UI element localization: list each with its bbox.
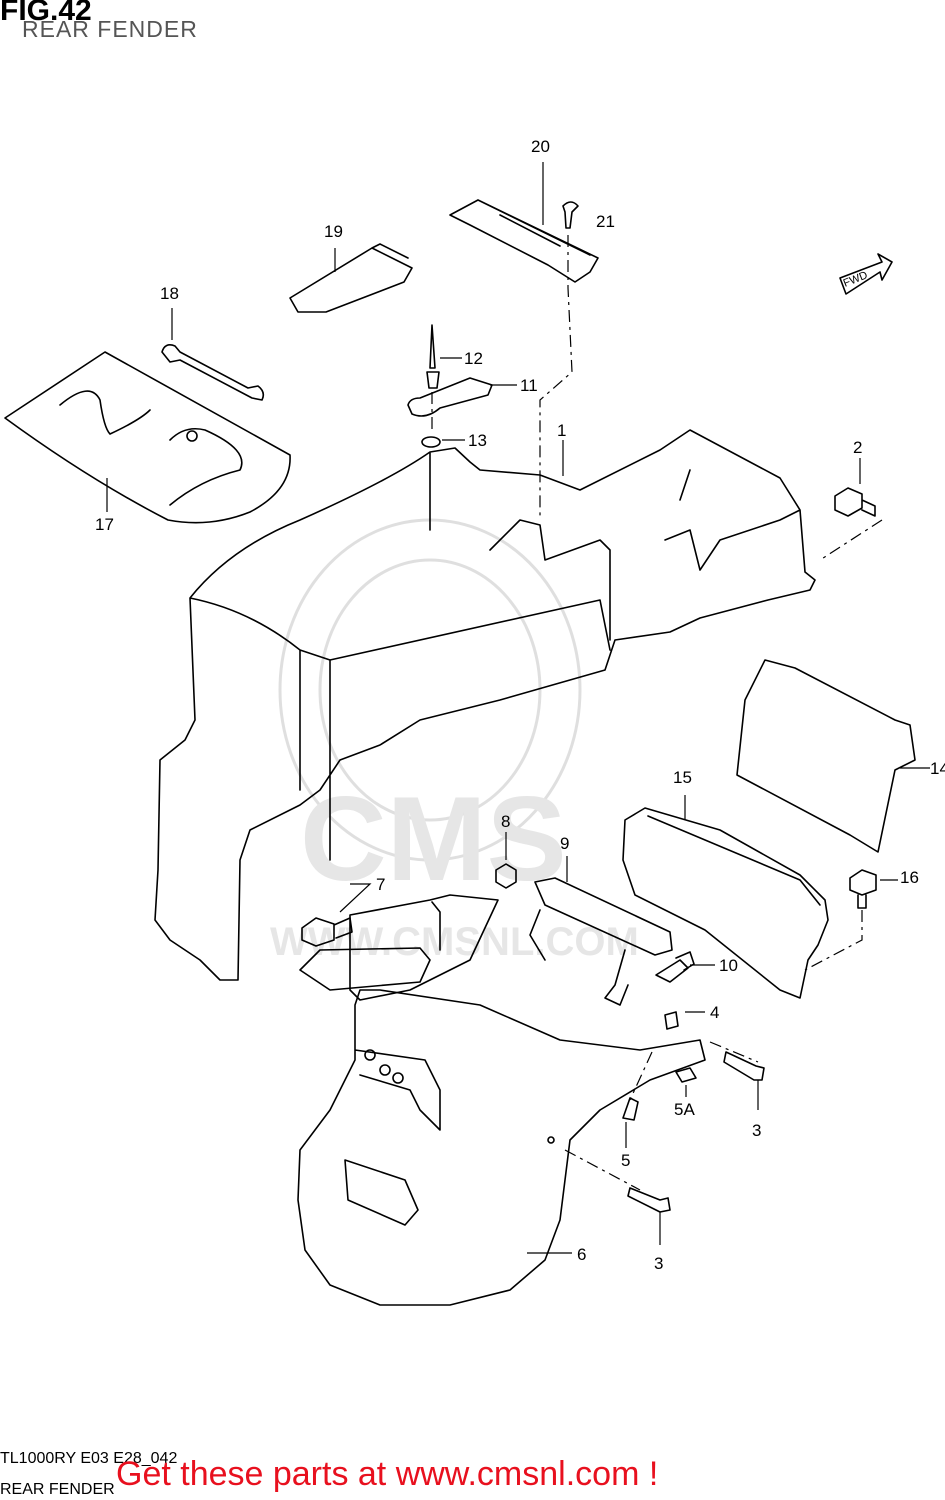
- part-15-chain-guard: [622, 807, 829, 999]
- callout-5a: 5A: [674, 1100, 695, 1119]
- part-5a-nut: [675, 1067, 697, 1083]
- dash-lines: [431, 235, 883, 1191]
- callout-10: 10: [719, 956, 738, 975]
- callout-2: 2: [853, 438, 862, 457]
- callout-16: 16: [900, 868, 919, 887]
- part-6-hole-c: [392, 1072, 404, 1084]
- part-7-bolt: [301, 917, 353, 947]
- part-10-bolt: [655, 951, 695, 983]
- callout-9: 9: [560, 834, 569, 853]
- callout-5: 5: [621, 1151, 630, 1170]
- callout-7: 7: [376, 875, 385, 894]
- callout-12: 12: [464, 349, 483, 368]
- part-9-plate-bracket: [529, 877, 673, 1006]
- callout-15: 15: [673, 768, 692, 787]
- leader-lines: [106, 162, 930, 1254]
- callout-14: 14: [930, 759, 945, 778]
- shop-link[interactable]: Get these parts at www.cmsnl.com !: [116, 1455, 659, 1493]
- part-13-washer: [421, 436, 441, 448]
- footer-model-code: TL1000RY E03 E28_042: [0, 1450, 178, 1467]
- part-17-seat-cowl: [4, 351, 291, 524]
- callout-3-upper: 3: [752, 1121, 761, 1140]
- part-1-rear-fender: [154, 429, 816, 981]
- part-6-hole-a: [364, 1049, 376, 1061]
- callout-19: 19: [324, 222, 343, 241]
- part-support-arm: [349, 894, 499, 1001]
- fwd-arrow-icon: [839, 253, 893, 295]
- watermark-url: WWW.CMSNL.COM: [270, 920, 639, 964]
- part-4-clip: [664, 1011, 679, 1030]
- callout-6: 6: [577, 1245, 586, 1264]
- part-3-screw-upper: [723, 1051, 765, 1081]
- callout-21: 21: [596, 212, 615, 231]
- part-21-screw: [562, 201, 579, 229]
- part-6-hole-b: [379, 1064, 391, 1076]
- part-8-nut: [495, 863, 517, 889]
- callout-4: 4: [710, 1003, 719, 1022]
- part-12-pin: [426, 324, 440, 389]
- part-6-mudguard: [297, 989, 706, 1306]
- part-16-bolt: [849, 869, 877, 909]
- part-6-hole-d: [547, 1136, 555, 1144]
- part-20-bracket: [449, 199, 599, 283]
- footer-section-name: REAR FENDER: [0, 1481, 115, 1498]
- watermark-logo: CMS WWW.CMSNL.COM: [270, 518, 639, 964]
- part-5-stud: [622, 1097, 639, 1121]
- part-18-wrench: [161, 344, 265, 401]
- figure-subtitle: REAR FENDER: [22, 16, 198, 42]
- part-11-clamp: [407, 377, 493, 417]
- callout-1: 1: [557, 421, 566, 440]
- callout-20: 20: [531, 137, 550, 156]
- part-7-bracket: [299, 947, 431, 991]
- part-19-strap: [289, 243, 413, 313]
- callout-18: 18: [160, 284, 179, 303]
- fwd-label: FWD: [842, 269, 870, 290]
- callout-11: 11: [520, 376, 538, 395]
- part-17-hole: [186, 430, 198, 442]
- part-14-side-cover: [736, 659, 916, 853]
- watermark-text: CMS: [300, 772, 567, 906]
- callout-13: 13: [468, 431, 487, 450]
- callout-3-lower: 3: [654, 1254, 663, 1273]
- part-2-bolt: [834, 487, 876, 517]
- part-3-screw-lower: [627, 1187, 671, 1213]
- figure-title: FIG.42: [0, 0, 92, 27]
- callout-8: 8: [501, 812, 510, 831]
- callout-17: 17: [95, 515, 114, 534]
